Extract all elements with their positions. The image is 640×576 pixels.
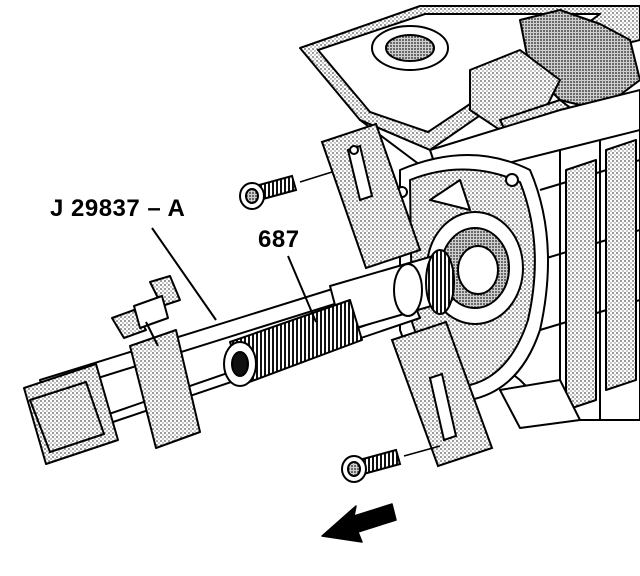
upper-bolt <box>239 171 333 210</box>
input-shaft <box>223 249 455 387</box>
tool-callout-label: J 29837 – A <box>50 195 186 222</box>
lower-bolt <box>341 445 441 483</box>
transmission-case <box>299 5 640 429</box>
arrow-icon <box>321 503 397 543</box>
tool-leader-line <box>151 227 217 321</box>
upper-bracket <box>320 122 422 270</box>
shaft-leader-line <box>287 255 317 323</box>
part-callout-label: 687 <box>258 226 300 253</box>
leader-lines <box>151 227 317 323</box>
lower-bracket <box>390 320 494 468</box>
